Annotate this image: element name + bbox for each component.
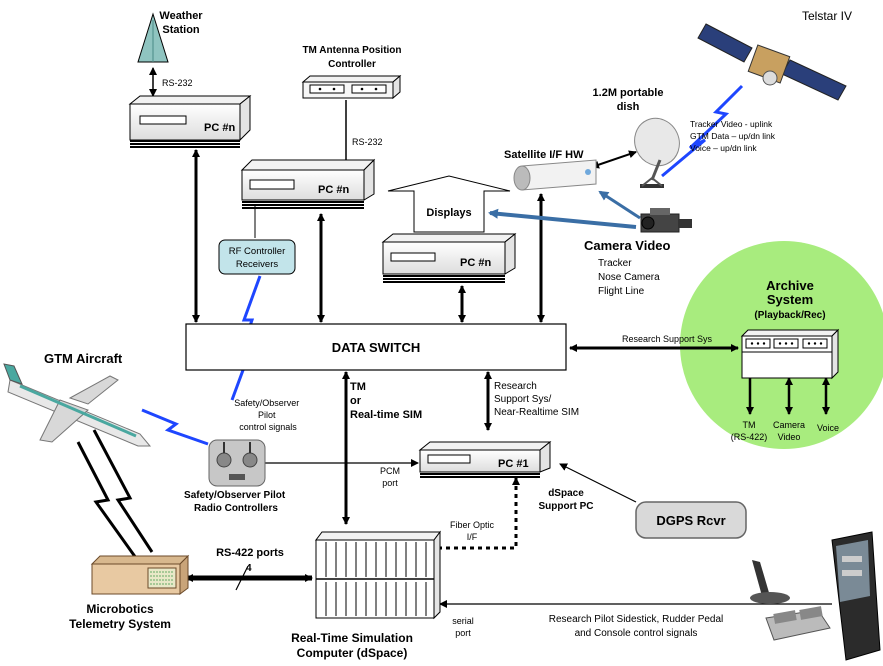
telstar-label: Telstar IV — [802, 9, 852, 23]
fiber-optic-arrow — [440, 477, 520, 550]
data-switch-label: DATA SWITCH — [332, 340, 421, 355]
rf-controller-box[interactable] — [218, 239, 296, 275]
camera-items-label: Tracker Nose Camera Flight Line — [598, 258, 662, 297]
safety-signals-label: Safety/Observer Pilot control signals — [234, 398, 302, 432]
pc-mid-box[interactable] — [240, 158, 376, 209]
weather-station — [137, 12, 169, 63]
pc1-box[interactable] — [418, 440, 552, 478]
research-nrt-label: Research Support Sys/ Near-Realtime SIM — [494, 381, 579, 418]
archive-subtitle: (Playback/Rec) — [754, 310, 825, 321]
aircraft-safety-bolt — [141, 408, 209, 446]
microbotics-box[interactable] — [90, 554, 190, 595]
radio-controller — [208, 439, 266, 487]
satellite-links-label: Tracker Video - uplink GTM Data – up/dn … — [690, 119, 777, 153]
telstar-satellite — [697, 23, 847, 101]
camera — [640, 208, 692, 233]
dgps-label: DGPS Rcvr — [656, 513, 725, 528]
safety-radio-label: Safety/Observer Pilot Radio Controllers — [184, 490, 288, 514]
rs232-antenna-label: RS-232 — [352, 137, 383, 147]
archive-output-voice: Voice — [817, 423, 839, 433]
displays-shape — [387, 175, 511, 233]
camera-video-label: Camera Video — [584, 238, 671, 253]
satellite-if-device — [513, 159, 597, 191]
pc-low-box[interactable] — [381, 232, 517, 283]
pc-mid-label: PC #n — [318, 184, 349, 196]
pilot-console — [831, 531, 881, 661]
dgps-box[interactable] — [635, 501, 747, 539]
rs232-weather-label: RS-232 — [162, 78, 193, 88]
satellite-if-label: Satellite I/F HW — [504, 149, 584, 161]
displays-label: Displays — [426, 207, 471, 219]
gtm-aircraft-label: GTM Aircraft — [44, 351, 123, 366]
data-switch-box[interactable] — [185, 323, 567, 371]
rs422-ports-label: RS-422 ports — [216, 547, 284, 559]
dgps-pc1-line — [559, 463, 637, 503]
camera-displays-arrow — [488, 208, 637, 229]
tm-antenna-controller-box[interactable] — [301, 74, 402, 100]
archive-box[interactable] — [740, 328, 840, 380]
pc-top-box[interactable] — [128, 94, 252, 148]
telemetry-link-bolt-2 — [92, 429, 154, 553]
telemetry-link-bolt — [76, 441, 138, 559]
dish-satif-arrow — [591, 150, 637, 169]
pc-low-label: PC #n — [460, 257, 491, 269]
research-support-sys-label: Research Support Sys — [622, 334, 713, 344]
pc1-label: PC #1 — [498, 458, 529, 470]
rudder-pedals — [765, 606, 831, 641]
camera-satif-arrow — [598, 190, 641, 220]
pc-top-label: PC #n — [204, 122, 235, 134]
sidestick — [750, 560, 790, 604]
archive-output-tm: TM(RS-422) — [731, 420, 768, 442]
rs422-count-label: 4 — [246, 563, 252, 574]
gtm-aircraft — [3, 363, 152, 447]
satellite-dish — [634, 117, 680, 188]
satellite-link-bolt — [661, 84, 744, 178]
rtsim-rack[interactable] — [315, 530, 441, 620]
rs422-slash — [235, 565, 249, 591]
tm-sim-label: TM or Real-time SIM — [350, 381, 422, 421]
